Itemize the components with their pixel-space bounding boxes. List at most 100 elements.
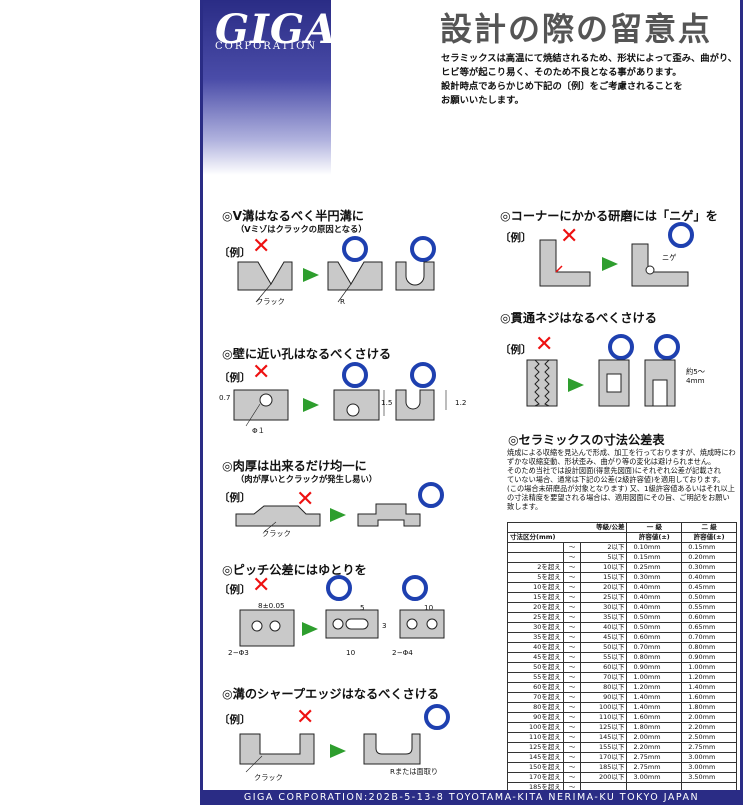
ok-circle-icon: [654, 334, 680, 360]
dim-label: 2−Φ4: [392, 648, 413, 657]
table-cell: 35を超え: [507, 632, 564, 643]
pitch-figure: [239, 609, 445, 647]
table-cell: 0.60mm: [626, 632, 683, 643]
table-cell: 0.40mm: [626, 582, 683, 593]
table-cell: 50以下: [580, 642, 628, 653]
table-cell: 1.40mm: [681, 682, 737, 693]
arrow-right-icon: [568, 378, 584, 392]
table-cell: 1.40mm: [626, 702, 683, 713]
table-cell: 145以下: [580, 732, 628, 743]
table-cell: 0.65mm: [681, 622, 737, 633]
right-border: [740, 0, 743, 790]
table-header: 等級/公差: [506, 522, 628, 533]
arrow-right-icon: [303, 268, 319, 282]
table-cell: 25以下: [580, 592, 628, 603]
table-cell: 70以下: [580, 672, 628, 683]
table-cell: 0.15mm: [626, 552, 683, 563]
table-cell: [507, 542, 564, 553]
table-cell: ～: [562, 652, 582, 663]
table-cell: 155以下: [580, 742, 628, 753]
table-cell: 60以下: [580, 662, 628, 673]
table-cell: ～: [562, 712, 582, 723]
table-cell: ～: [562, 702, 582, 713]
table-cell: 0.40mm: [626, 592, 683, 603]
table-cell: ～: [562, 632, 582, 643]
table-cell: 2.00mm: [681, 712, 737, 723]
table-cell: 2を超え: [507, 562, 564, 573]
section-heading-pitch: ◎ピッチ公差にはゆとりを: [222, 563, 367, 577]
table-cell: 0.90mm: [626, 662, 683, 673]
tolerance-note-line: そのため当社では設計図面(得意先図面)にそれぞれ公差が記載され: [507, 466, 721, 475]
table-cell: 0.30mm: [681, 562, 737, 573]
ng-cross-icon: ✕: [560, 224, 579, 249]
section-heading-thickness: ◎肉厚は出来るだけ均一に: [222, 459, 367, 473]
ng-cross-icon: ✕: [252, 360, 271, 385]
table-cell: ～: [562, 622, 582, 633]
table-cell: 80を超え: [507, 702, 564, 713]
table-cell: 0.70mm: [626, 642, 683, 653]
table-cell: 80以下: [580, 682, 628, 693]
table-cell: 35以下: [580, 612, 628, 623]
table-cell: ～: [562, 692, 582, 703]
dim-label: 1.2: [455, 398, 467, 407]
logo-text: GIGA: [215, 6, 338, 53]
nige-label: ニゲ: [662, 253, 677, 262]
ok-circle-icon: [668, 222, 694, 248]
table-cell: 15以下: [580, 572, 628, 583]
example-label: 〔例〕: [500, 232, 532, 244]
table-cell: 200以下: [580, 772, 628, 783]
table-cell: 1.40mm: [626, 692, 683, 703]
dim-label: 10: [346, 648, 356, 657]
table-header-grade2: 二 級: [681, 522, 737, 533]
corner-figure: [539, 239, 689, 287]
crack-label: クラック: [262, 529, 291, 538]
table-cell: ～: [562, 552, 582, 563]
table-cell: 1.00mm: [681, 662, 737, 673]
tolerance-note-line: (この場合未研磨品が対象となります) 又、1級許容値あるいはそれ以上: [507, 484, 735, 493]
table-cell: ～: [562, 682, 582, 693]
table-cell: 0.80mm: [626, 652, 683, 663]
table-cell: 5を超え: [507, 572, 564, 583]
table-cell: 55を超え: [507, 672, 564, 683]
table-cell: ～: [562, 542, 582, 553]
table-cell: 0.40mm: [626, 602, 683, 613]
v-groove-figure: [237, 261, 435, 303]
table-cell: 10を超え: [507, 582, 564, 593]
table-cell: 40以下: [580, 622, 628, 633]
section-heading-tolerance: ◎セラミックスの寸法公差表: [508, 433, 665, 447]
example-label: 〔例〕: [219, 247, 251, 259]
table-cell: 0.30mm: [626, 572, 683, 583]
ok-circle-icon: [342, 236, 368, 262]
example-label: 〔例〕: [219, 714, 251, 726]
thread-note: 4mm: [686, 376, 705, 385]
table-cell: 2.75mm: [681, 742, 737, 753]
table-cell: ～: [562, 752, 582, 763]
table-header-allow1: 許容値(±): [626, 532, 683, 543]
table-cell: 2.20mm: [681, 722, 737, 733]
table-header-grade1: 一 級: [626, 522, 683, 533]
example-label: 〔例〕: [219, 492, 251, 504]
section-heading-hole: ◎壁に近い孔はなるべくさける: [222, 347, 392, 361]
tolerance-note-line: 致します。: [507, 502, 543, 511]
table-cell: ～: [562, 612, 582, 623]
table-cell: 0.50mm: [626, 612, 683, 623]
table-header-allow2: 許容値(±): [681, 532, 737, 543]
table-cell: 90を超え: [507, 712, 564, 723]
table-cell: 2以下: [580, 542, 628, 553]
ng-cross-icon: ✕: [252, 234, 271, 259]
table-cell: 30以下: [580, 602, 628, 613]
table-cell: 20以下: [580, 582, 628, 593]
edge-note: Rまたは面取り: [390, 767, 439, 776]
sharp-edge-figure: [239, 733, 421, 773]
table-cell: 60を超え: [507, 682, 564, 693]
table-cell: 0.20mm: [681, 552, 737, 563]
